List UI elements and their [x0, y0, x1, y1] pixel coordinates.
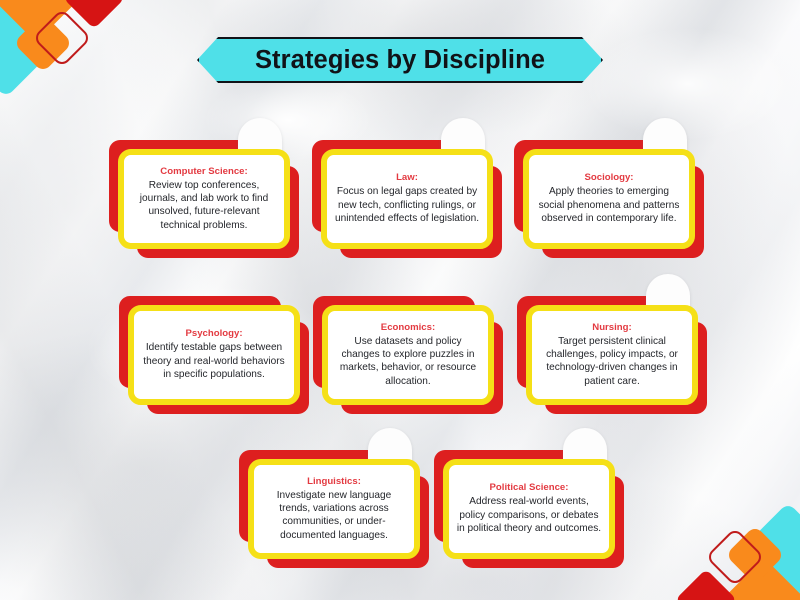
card-description: Focus on legal gaps created by new tech,…: [334, 186, 480, 225]
title-ribbon-shape: Strategies by Discipline: [197, 37, 603, 83]
decoration-bottom-right: [660, 500, 800, 600]
card-heading: Law:: [396, 172, 418, 184]
card-body: Economics: Use datasets and policy chang…: [328, 311, 488, 399]
card-body: Psychology: Identify testable gaps betwe…: [134, 311, 294, 399]
card-heading: Economics:: [380, 321, 436, 333]
discipline-card-law[interactable]: Law: Focus on legal gaps created by new …: [312, 118, 502, 258]
discipline-card-psychology[interactable]: Psychology: Identify testable gaps betwe…: [119, 296, 309, 414]
discipline-card-sociology[interactable]: Sociology: Apply theories to emerging so…: [514, 118, 704, 258]
discipline-card-nursing[interactable]: Nursing: Target persistent clinical chal…: [517, 274, 707, 414]
card-heading: Sociology:: [584, 172, 634, 184]
card-body: Nursing: Target persistent clinical chal…: [532, 311, 692, 399]
card-description: Identify testable gaps between theory an…: [143, 342, 285, 381]
page-title: Strategies by Discipline: [254, 45, 546, 74]
discipline-card-linguistics[interactable]: Linguistics: Investigate new language tr…: [239, 428, 429, 568]
discipline-card-computer-science[interactable]: Computer Science: Review top conferences…: [109, 118, 299, 258]
card-description: Use datasets and policy changes to explo…: [339, 335, 477, 387]
card-description: Investigate new language trends, variati…: [276, 489, 392, 541]
card-body: Political Science: Address real-world ev…: [449, 465, 609, 553]
title-banner: Strategies by Discipline: [197, 37, 603, 83]
card-body: Computer Science: Review top conferences…: [124, 155, 284, 243]
card-heading: Nursing:: [592, 321, 632, 333]
card-heading: Psychology:: [185, 328, 243, 340]
card-description: Target persistent clinical challenges, p…: [546, 335, 678, 387]
card-description: Apply theories to emerging social phenom…: [538, 186, 680, 225]
card-body: Linguistics: Investigate new language tr…: [254, 465, 414, 553]
discipline-card-economics[interactable]: Economics: Use datasets and policy chang…: [313, 296, 503, 414]
card-body: Sociology: Apply theories to emerging so…: [529, 155, 689, 243]
card-body: Law: Focus on legal gaps created by new …: [327, 155, 487, 243]
card-description: Address real-world events, policy compar…: [456, 496, 602, 535]
discipline-card-political-science[interactable]: Political Science: Address real-world ev…: [434, 428, 624, 568]
card-heading: Linguistics:: [307, 475, 361, 487]
decoration-top-left: [0, 0, 140, 100]
card-description: Review top conferences, journals, and la…: [139, 179, 269, 231]
card-heading: Computer Science:: [160, 165, 248, 177]
card-heading: Political Science:: [489, 482, 569, 494]
